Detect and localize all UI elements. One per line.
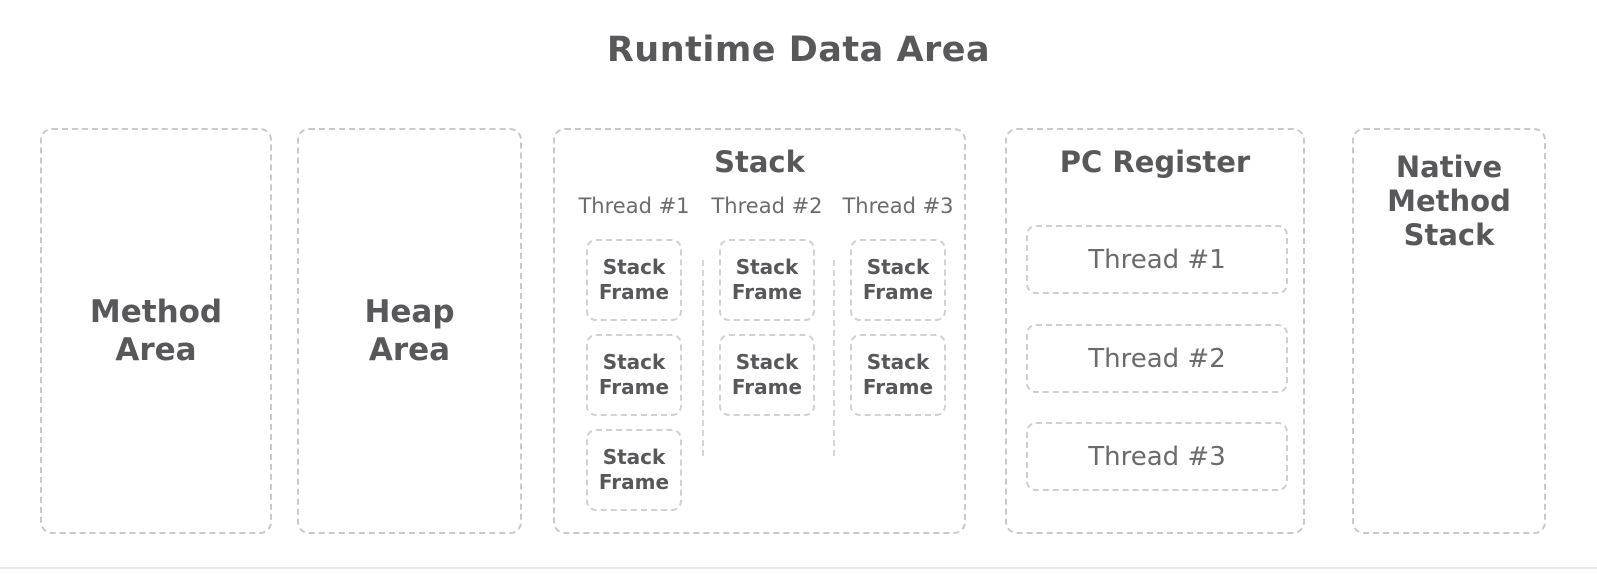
page-title: Runtime Data Area [606,30,991,70]
heap-area-label: Heap Area [364,294,455,368]
pc-register-thread-1: Thread #1 [1026,225,1288,294]
stack-box: Stack Thread #1 Stack Frame Stack Frame … [553,128,966,534]
thread-column-divider [833,260,835,456]
thread-column-divider [702,260,704,456]
native-method-stack-box: Native Method Stack [1352,128,1546,534]
bottom-divider [0,567,1597,569]
stack-frame: Stack Frame [719,239,815,321]
stack-title: Stack [714,145,805,179]
pc-register-thread-2: Thread #2 [1026,324,1288,393]
pc-register-thread-3: Thread #3 [1026,422,1288,491]
stack-thread-2-label: Thread #2 [711,194,823,218]
stack-frame: Stack Frame [586,334,682,416]
stack-frame: Stack Frame [850,334,946,416]
stack-frame: Stack Frame [586,429,682,511]
stack-frame: Stack Frame [719,334,815,416]
stack-thread-3-label: Thread #3 [842,194,954,218]
stack-thread-1-label: Thread #1 [578,194,690,218]
native-method-stack-label: Native Method Stack [1387,150,1511,252]
method-area-box: Method Area [40,128,272,534]
stack-thread-2-column: Thread #2 Stack Frame Stack Frame [702,192,832,429]
pc-register-title: PC Register [1059,145,1251,179]
method-area-label: Method Area [89,294,223,368]
stack-frame: Stack Frame [850,239,946,321]
pc-register-box: PC Register Thread #1 Thread #2 Thread #… [1005,128,1305,534]
stack-thread-3-column: Thread #3 Stack Frame Stack Frame [833,192,963,429]
stack-frame: Stack Frame [586,239,682,321]
stack-thread-1-column: Thread #1 Stack Frame Stack Frame Stack … [569,192,699,524]
heap-area-box: Heap Area [297,128,522,534]
